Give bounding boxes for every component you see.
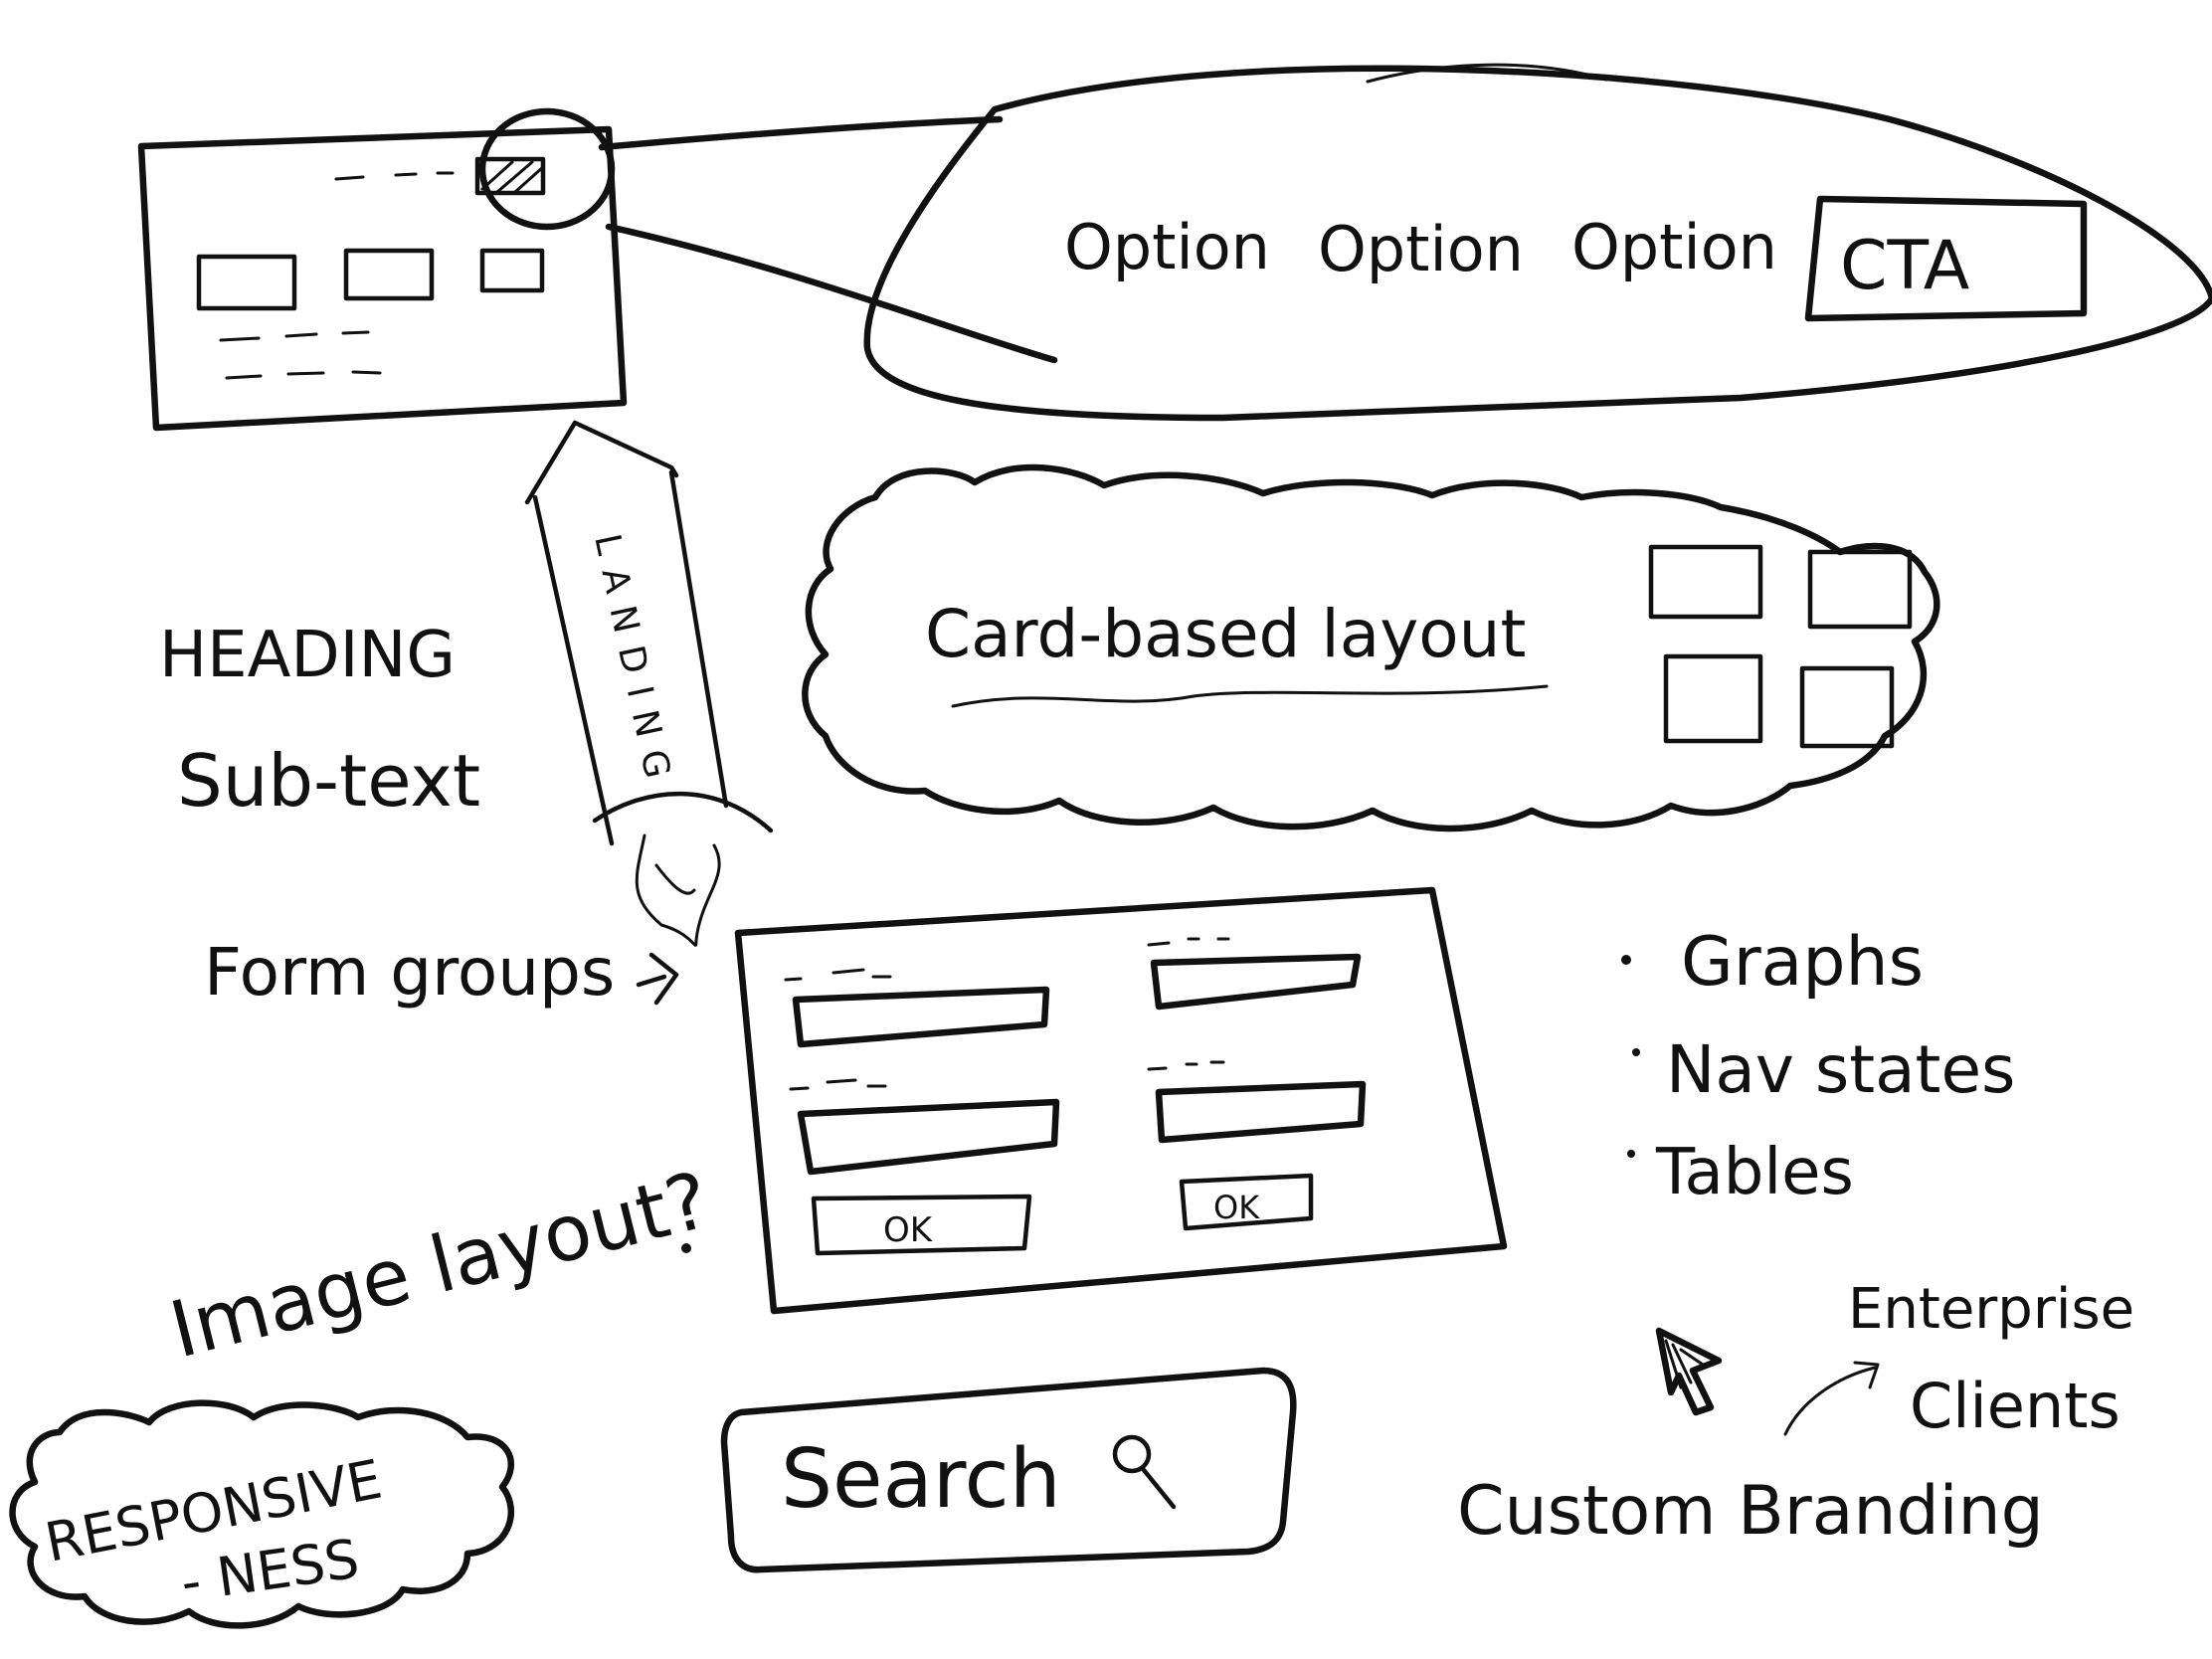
form-field-3[interactable]	[797, 1098, 1060, 1176]
card-layout-title: Card-based layout	[925, 596, 1526, 672]
form-groups-label: Form groups	[204, 934, 615, 1011]
nav-option-3[interactable]: Option	[1571, 211, 1777, 283]
nav-option-1[interactable]: Option	[1064, 211, 1270, 283]
enterprise-line-1: Enterprise	[1848, 1277, 2134, 1342]
form-field-2[interactable]	[1150, 953, 1362, 1011]
search-input[interactable]: Search	[781, 1432, 1061, 1527]
card-2	[1807, 549, 1913, 630]
card-3	[1663, 653, 1763, 744]
enterprise-line-2: Clients	[1910, 1370, 2120, 1442]
cta-label: CTA	[1840, 227, 1969, 305]
image-layout-note: Image layout?	[162, 1156, 718, 1376]
bullet-nav-states: Nav states	[1666, 1031, 2015, 1108]
ok-label-right: OK	[1213, 1189, 1260, 1226]
bullet-tables: Tables	[1655, 1136, 1854, 1209]
form-panel	[734, 886, 1508, 1315]
ok-label-left: OK	[883, 1210, 934, 1250]
form-field-1[interactable]	[792, 986, 1050, 1048]
bullet-list: Graphs Nav states Tables	[1621, 923, 2015, 1209]
bullet-graphs: Graphs	[1681, 923, 1924, 1002]
cta-button[interactable]	[1804, 195, 2088, 322]
enterprise-note: Enterprise Clients	[1783, 1277, 2134, 1442]
search-bar[interactable]: Search	[720, 1367, 1297, 1573]
nav-option-2[interactable]: Option	[1318, 213, 1524, 285]
ok-button-right[interactable]	[1179, 1173, 1314, 1231]
nav-bubble: Option Option Option CTA	[863, 63, 2212, 422]
subtext: Sub-text	[177, 739, 480, 823]
arrow-icon	[1783, 1361, 1880, 1436]
cursor-icon	[1655, 1327, 1723, 1416]
responsive-cloud: RESPONSIVE - NESS	[9, 1399, 515, 1629]
form-field-4[interactable]	[1155, 1080, 1367, 1144]
card-1	[1648, 544, 1763, 620]
heading-text: HEADING	[159, 619, 456, 692]
card-4	[1799, 665, 1895, 749]
form-groups-section: Form groups OK OK	[204, 886, 1508, 1315]
hero-text: HEADING Sub-text	[159, 619, 480, 823]
ok-button-left[interactable]	[811, 1194, 1032, 1256]
rocket-label: LANDING	[586, 530, 680, 795]
landing-rocket: LANDING	[524, 420, 774, 947]
search-icon[interactable]	[1112, 1434, 1177, 1510]
image-layout-label: Image layout?	[162, 1156, 718, 1376]
custom-branding-label: Custom Branding	[1457, 1472, 2044, 1551]
wireframe-sketch	[137, 107, 1058, 432]
arrow-icon	[636, 952, 679, 1006]
card-layout-cloud: Card-based layout	[802, 463, 1940, 832]
